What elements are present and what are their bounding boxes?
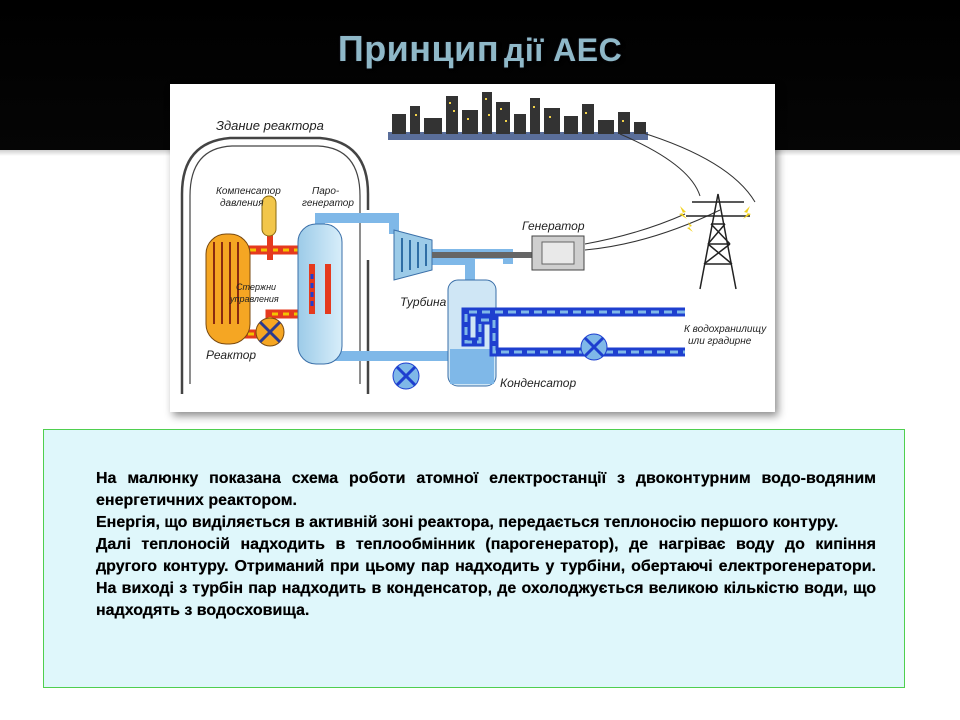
slide-title: Принцип дії АЕС bbox=[0, 28, 960, 70]
turbine-shaft bbox=[432, 252, 532, 258]
label-control-rods-2: управления bbox=[229, 294, 279, 304]
reactor-vessel bbox=[205, 233, 251, 345]
label-pressurizer-1: Компенсатор bbox=[216, 186, 281, 197]
label-condenser: Конденсатор bbox=[500, 376, 576, 390]
slide-title-part1: Принцип bbox=[337, 28, 500, 69]
cooling-loop bbox=[461, 307, 685, 357]
label-reservoir-2: или градирне bbox=[688, 336, 752, 347]
spark-icon bbox=[679, 206, 751, 232]
feedwater-pump bbox=[392, 362, 420, 390]
turbine bbox=[393, 229, 433, 281]
slide-title-part2: дії АЕС bbox=[504, 32, 623, 68]
npp-diagram-svg: Здание реактора Компенсатор давления Пар… bbox=[180, 92, 767, 394]
primary-pump bbox=[255, 317, 285, 347]
description-paragraph-2: Енергія, що виділяється в активній зоні … bbox=[96, 514, 839, 531]
steam-generator bbox=[297, 223, 343, 365]
label-generator: Генератор bbox=[522, 219, 585, 233]
label-control-rods-1: Стержни bbox=[236, 282, 276, 292]
power-lines bbox=[584, 131, 756, 251]
label-steam-generator-1: Паро- bbox=[312, 186, 340, 197]
label-reservoir-1: К водохранилищу bbox=[684, 324, 767, 335]
label-pressurizer-2: давления bbox=[220, 198, 264, 209]
condenser bbox=[447, 279, 497, 387]
description-text: На малюнку показана схема роботи атомної… bbox=[96, 468, 876, 622]
label-reactor: Реактор bbox=[206, 348, 256, 362]
reactor-building-outline bbox=[180, 136, 370, 394]
city-skyline bbox=[388, 92, 648, 140]
cooling-pump bbox=[580, 333, 608, 361]
pressurizer bbox=[261, 195, 277, 237]
label-steam-generator-2: генератор bbox=[302, 198, 354, 209]
reactor-building-inner bbox=[189, 145, 361, 384]
label-reactor-building: Здание реактора bbox=[216, 118, 324, 133]
description-box: На малюнку показана схема роботи атомної… bbox=[43, 429, 905, 688]
description-paragraph-3: Далі теплоносій надходить в теплообмінни… bbox=[96, 536, 876, 619]
transmission-tower bbox=[686, 193, 750, 290]
label-turbine: Турбина bbox=[400, 295, 447, 309]
description-paragraph-1: На малюнку показана схема роботи атомної… bbox=[96, 470, 876, 509]
generator bbox=[531, 235, 585, 271]
npp-diagram: Здание реактора Компенсатор давления Пар… bbox=[170, 84, 775, 412]
